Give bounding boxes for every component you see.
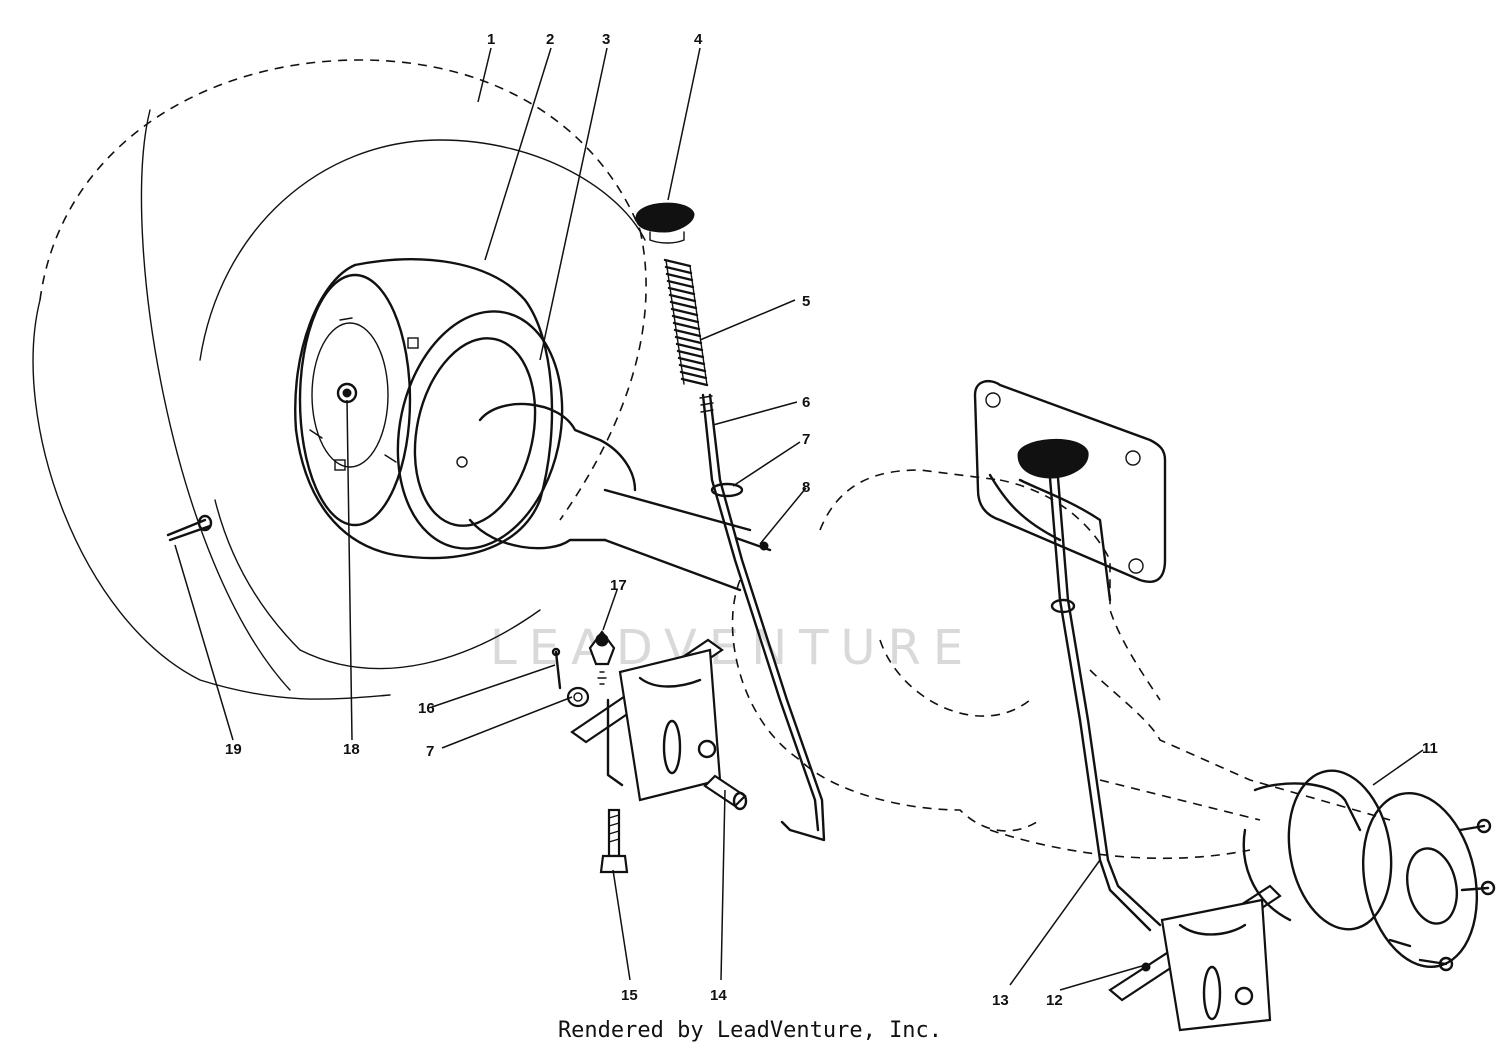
left-bracket — [570, 638, 724, 802]
right-brake-rod — [1017, 438, 1162, 932]
valve-stem — [166, 514, 213, 542]
callout-7a: 7 — [802, 431, 810, 448]
callout-labels: 1 2 3 4 5 6 7 8 7 11 12 13 14 15 16 17 1… — [225, 31, 1438, 1009]
callout-8: 8 — [802, 479, 810, 496]
spacer-ring — [396, 310, 564, 550]
callout-19: 19 — [225, 741, 242, 758]
footer-credit: Rendered by LeadVenture, Inc. — [557, 1018, 943, 1043]
leader-lines — [174, 47, 1424, 991]
brake-rod — [699, 393, 826, 842]
callout-16: 16 — [418, 700, 435, 717]
callout-3: 3 — [602, 31, 610, 48]
callout-6: 6 — [802, 394, 810, 411]
cotter-pin — [734, 536, 772, 552]
callout-2: 2 — [546, 31, 554, 48]
tire — [32, 59, 647, 700]
cap — [635, 202, 695, 244]
bolt — [599, 808, 629, 874]
callout-12: 12 — [1046, 992, 1063, 1009]
callout-17: 17 — [610, 577, 627, 594]
callout-11: 11 — [1422, 740, 1438, 757]
callout-5: 5 — [802, 293, 810, 310]
callout-18: 18 — [343, 741, 360, 758]
callout-4: 4 — [694, 31, 703, 48]
callout-14: 14 — [710, 987, 727, 1004]
wheel-rim — [294, 258, 554, 560]
callout-7b: 7 — [426, 743, 434, 760]
watermark-text: LEADVENTURE — [490, 620, 975, 676]
callout-1: 1 — [487, 31, 495, 48]
right-bracket — [1108, 884, 1282, 1032]
lock-nut — [588, 630, 616, 685]
washer — [566, 686, 590, 708]
callout-13: 13 — [992, 992, 1009, 1009]
hub-and-shaft — [456, 402, 752, 592]
callout-15: 15 — [621, 987, 638, 1004]
axle-hub — [1242, 769, 1496, 972]
transaxle-housing — [731, 379, 1391, 860]
spring — [663, 258, 709, 387]
pin — [551, 647, 562, 690]
